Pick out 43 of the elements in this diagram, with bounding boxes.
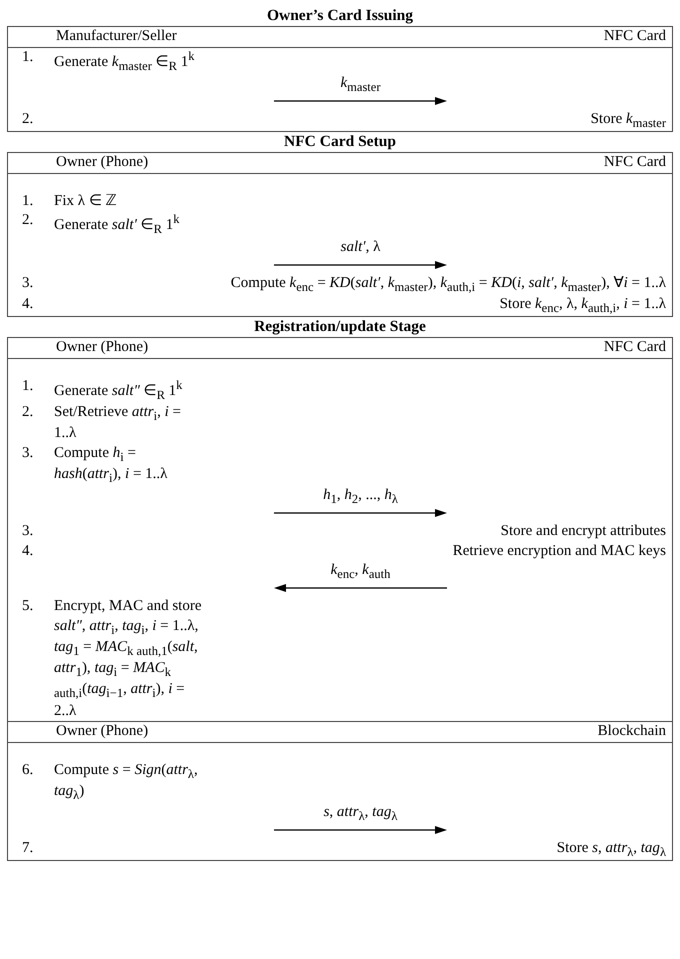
step-text: Store k$_{enc}$, λ, k$_{auth,i}$, i = 1..λ [500, 294, 666, 316]
participant-name: NFC Card [604, 338, 666, 358]
participant-name: Owner (Phone) [56, 153, 148, 172]
message-label: s, attr$_{λ}$, tag$_{λ}$ [322, 803, 398, 824]
message-label: k$_{enc}$, k$_{auth}$ [330, 561, 392, 582]
step-text: Compute k$_{enc}$ = KD(salt′, k$_{master}$), k$_{auth,i}$ = KD(i, salt′, k$_{master}$), ∀i = 1..λ [230, 274, 666, 295]
section-heading: NFC Card Setup [284, 132, 396, 152]
section-heading: Owner’s Card Issuing [266, 6, 414, 26]
step-number: 2. [22, 211, 34, 230]
step-text: Retrieve encryption and MAC keys [452, 542, 666, 561]
step-text: Fix λ ∈ ℤ [54, 192, 117, 211]
step-text: Store and encrypt attributes [500, 522, 666, 542]
step-number: 3. [22, 274, 34, 293]
step-text: Generate salt′ ∈$_{R}$ 1$^{k}$ [54, 211, 180, 238]
step-number: 2. [22, 110, 34, 129]
step-number: 3. [22, 444, 34, 463]
participant-name: Manufacturer/Seller [56, 27, 177, 46]
step-text: Generate salt″ ∈$_{R}$ 1$^{k}$ [54, 376, 182, 403]
message-label: k$_{master}$ [340, 74, 382, 96]
step-text: Store k$_{master}$ [590, 110, 666, 132]
participant-name: Blockchain [598, 722, 666, 742]
step-number: 7. [22, 839, 34, 858]
step-number: 1. [22, 48, 34, 67]
step-number: 3. [22, 522, 34, 542]
participant-name: NFC Card [604, 153, 666, 172]
step-number: 1. [22, 376, 34, 396]
step-number: 6. [22, 760, 34, 780]
step-text: Compute s = Sign(attr$_{λ}$, tag$_{λ}$) [54, 760, 199, 804]
participant-name: NFC Card [604, 27, 666, 46]
step-text: Store s, attr$_{λ}$, tag$_{λ}$ [556, 839, 666, 860]
step-text: Generate k$_{master}$ ∈$_{R}$ 1$^{k}$ [54, 48, 196, 74]
message-label: h$_{1}$, h$_{2}$, ..., h$_{λ}$ [322, 486, 399, 508]
step-number: 2. [22, 402, 34, 422]
participant-name: Owner (Phone) [56, 338, 148, 358]
step-number: 1. [22, 192, 34, 211]
participant-name: Owner (Phone) [56, 722, 148, 742]
step-number: 4. [22, 294, 34, 314]
step-number: 5. [22, 597, 34, 616]
step-text: Encrypt, MAC and store salt″, attr$_{i}$, tag$_{i}$, i = 1..λ, tag$_{1}$ = MAC$_{k auth,1}$(salt, attr$_{1}$), tag$_{i}$ = MAC$_{k}$ $_{auth,i}$(tag$_{i−1}$, attr$_{i}$), i = 2..λ [54, 597, 202, 721]
message-label: salt′, λ [340, 238, 382, 257]
step-text: Compute h$_{i}$ = hash(attr$_{i}$), i = 1..λ [54, 444, 168, 486]
step-number: 4. [22, 542, 34, 561]
section-heading: Registration/update Stage [254, 317, 426, 338]
